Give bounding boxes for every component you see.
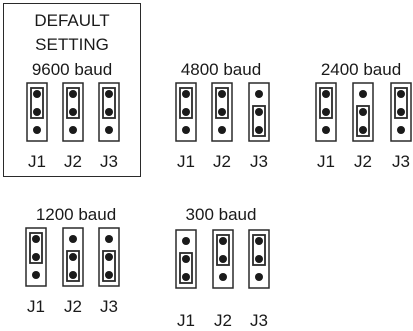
- header-pin: [182, 237, 190, 245]
- jumper-label: J2: [64, 297, 82, 316]
- header-pin: [33, 90, 41, 98]
- header-pin: [218, 126, 226, 134]
- header-pin: [218, 90, 226, 98]
- jumper-label: J3: [250, 311, 268, 330]
- header-pin: [322, 90, 330, 98]
- default-label-line2: SETTING: [35, 35, 109, 54]
- jumper-label: J2: [64, 152, 82, 171]
- header-pin: [219, 273, 227, 281]
- header-pin: [69, 126, 77, 134]
- header-pin: [105, 90, 113, 98]
- jumper-label: J2: [354, 152, 372, 171]
- header-pin: [397, 126, 405, 134]
- jumper-label: J3: [392, 152, 410, 171]
- header-pin: [33, 126, 41, 134]
- header-pin: [105, 126, 113, 134]
- jumper-label: J1: [177, 152, 195, 171]
- header-pin: [359, 108, 367, 116]
- jumper-label: J1: [28, 152, 46, 171]
- header-pin: [69, 108, 77, 116]
- baud-title: 9600 baud: [31, 60, 113, 79]
- header-pin: [182, 90, 190, 98]
- header-pin: [105, 235, 113, 243]
- default-setting-frame: [3, 3, 141, 177]
- header-pin: [322, 126, 330, 134]
- header-pin: [255, 90, 263, 98]
- header-pin: [359, 126, 367, 134]
- header-pin: [32, 253, 40, 261]
- header-pin: [69, 90, 77, 98]
- header-pin: [322, 108, 330, 116]
- header-pin: [182, 126, 190, 134]
- jumper-label: J1: [317, 152, 335, 171]
- jumper-label: J1: [177, 311, 195, 330]
- header-pin: [105, 271, 113, 279]
- header-pin: [255, 255, 263, 263]
- header-pin: [359, 90, 367, 98]
- header-pin: [32, 235, 40, 243]
- jumper-label: J3: [100, 152, 118, 171]
- header-pin: [69, 253, 77, 261]
- baud-title: 4800 baud: [180, 60, 262, 79]
- baud-title: 1200 baud: [35, 205, 117, 224]
- header-pin: [255, 273, 263, 281]
- header-pin: [255, 126, 263, 134]
- jumper-label: J3: [250, 152, 268, 171]
- header-pin: [219, 237, 227, 245]
- jumper-label: J2: [214, 311, 232, 330]
- baud-title: 300 baud: [185, 205, 257, 224]
- header-pin: [219, 255, 227, 263]
- baud-title: 2400 baud: [320, 60, 402, 79]
- header-pin: [33, 108, 41, 116]
- default-label-line1: DEFAULT: [34, 11, 110, 30]
- header-pin: [397, 90, 405, 98]
- header-pin: [255, 108, 263, 116]
- jumper-label: J1: [27, 297, 45, 316]
- header-pin: [69, 271, 77, 279]
- header-pin: [32, 271, 40, 279]
- header-pin: [69, 235, 77, 243]
- header-pin: [105, 253, 113, 261]
- header-pin: [182, 108, 190, 116]
- header-pin: [218, 108, 226, 116]
- jumper-label: J3: [100, 297, 118, 316]
- jumper-label: J2: [213, 152, 231, 171]
- header-pin: [255, 237, 263, 245]
- header-pin: [182, 255, 190, 263]
- header-pin: [105, 108, 113, 116]
- header-pin: [182, 273, 190, 281]
- header-pin: [397, 108, 405, 116]
